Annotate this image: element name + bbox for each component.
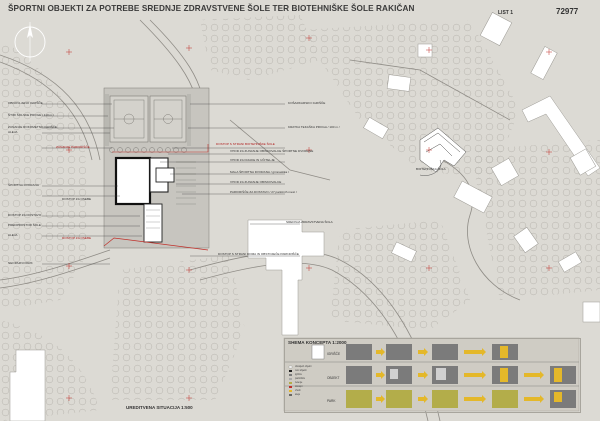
- label-zunanje-parkirisce: ZUNANJE PARKIRIŠČE: [56, 145, 90, 149]
- legend-item: obstoječi objekti: [295, 366, 312, 368]
- north-arrow-icon: [14, 22, 46, 62]
- label-vhod-obiskovalci-dvorane: VHOD ZA ZUNANJE OBISKOVALCE ŠPORTNE DVOR…: [230, 149, 314, 153]
- concept-row-park: PARK: [327, 399, 336, 403]
- board-title: ŠPORTNI OBJEKTI ZA POTREBE SREDNJE ZDRAV…: [8, 4, 415, 13]
- concept-panel: SHEMA KONCEPTA 1:2000 IGRIŠČE OBJEKT PAR…: [284, 338, 581, 413]
- sheet-label: LIST 1: [498, 10, 514, 16]
- existing-buildings: [9, 12, 600, 421]
- label-dostop-za-osebe-2: DOSTOP ZA OSEBE: [62, 236, 92, 240]
- legend-item: aleja: [295, 394, 300, 396]
- label-aleja-bottom: ALEJA: [8, 233, 18, 237]
- label-mala-sportna-dvorana: MALA ŠPORTNA DVORANA / gimnastika /: [230, 170, 289, 174]
- plan-caption: UREDITVENA SITUACIJA 1:500: [126, 405, 193, 410]
- label-vhod-zunanji-obiskovalci: VHOD ZA ZUNANJE OBISKOVALCE: [230, 180, 282, 184]
- legend-item: vhodi: [295, 390, 301, 392]
- label-aleja-top: ALEJA: [8, 130, 18, 134]
- label-vhod-dijaki-ucitelji: VHOD ZA DIJAKE IN UČITELJE: [230, 158, 275, 162]
- survey-crosses: [66, 35, 552, 401]
- label-dostop-dom-parkirisce: DOSTOP S STRANI DOMA IN OBSTOJEČE PARKIR…: [218, 252, 299, 256]
- label-solske-proge: ŠTIRI ŠOLSKE PROGE / 110 m /: [8, 113, 54, 117]
- label-parkirisce-za-dostavo: PARKIRIŠČE ZA DOSTAVO / 27 parkirnih mes…: [230, 190, 297, 194]
- legend-item: parkirišča: [295, 378, 305, 380]
- biotehniska-sola-building: [419, 127, 467, 176]
- sheet-number: 72977: [556, 7, 579, 16]
- concept-row-igrisce: IGRIŠČE: [327, 352, 341, 356]
- label-rokometno-igrisce: ZUNANJE ROKOMETNO IGRIŠČE: [8, 125, 57, 129]
- concept-diagrams: [283, 337, 580, 412]
- label-biotehniska-sola: BIOTEHNIŠKA ŠOLA: [416, 167, 446, 171]
- concept-row-objekt: OBJEKT: [327, 376, 340, 380]
- concept-title: SHEMA KONCEPTA 1:2000: [288, 340, 347, 345]
- label-srednja-zdravstvena-sola: SREDNJA ZDRAVSTVENA ŠOLA: [286, 220, 333, 224]
- label-kratka-tekaska-proga: KRATKA TEKAŠKA PROGA / 100 m /: [288, 125, 340, 129]
- label-dostop-biotehniska: DOSTOP S STRANI BIOTEHNIŠKE ŠOLE: [216, 142, 275, 146]
- label-predprostor-sole: PREDPROSTOR ŠOLE: [8, 223, 41, 227]
- legend-item: igrišča: [295, 374, 302, 376]
- legend-item: zelenje: [295, 382, 303, 384]
- label-dostop-za-dostavo: DOSTOP ZA DOSTAVO: [8, 213, 42, 217]
- legend-item: novi objekti: [295, 370, 307, 372]
- label-dostop-za-osebe-1: DOSTOP ZA OSEBE: [62, 197, 92, 201]
- label-sportna-dvorana: ŠPORTNA DVORANA: [8, 183, 39, 187]
- label-neopazni-park: NEOPAZNI PARK: [8, 261, 33, 265]
- legend-item: dostopi: [295, 386, 303, 388]
- main-site-plot: [103, 87, 210, 251]
- label-obnovljeno-igrisce: OBNOVLJENO IGRIŠČE: [8, 101, 43, 105]
- leader-lines: [42, 103, 300, 265]
- label-kosarkarsko-igrisce: KOŠARKARSKO IGRIŠČE: [288, 101, 326, 105]
